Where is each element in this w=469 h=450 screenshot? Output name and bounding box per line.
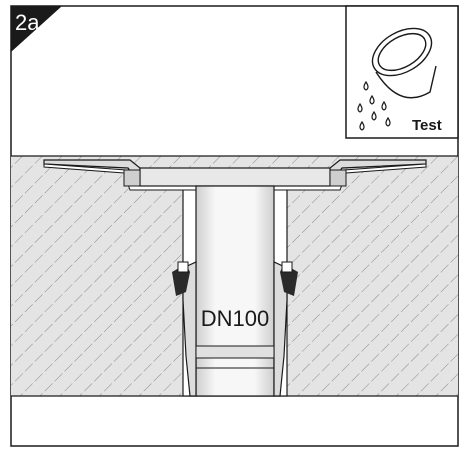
- seal-clip-left: [177, 261, 189, 273]
- test-label: Test: [412, 117, 442, 134]
- step-label: 2a: [15, 10, 40, 35]
- pipe-size-label: DN100: [201, 306, 269, 331]
- test-inset-box: [345, 5, 459, 139]
- step-corner-tab: [11, 6, 62, 52]
- flange-clamp-right: [329, 169, 347, 187]
- water-drops-icon: [357, 80, 391, 131]
- pipe-socket-left: [182, 261, 197, 397]
- lower-pipe-band: [195, 345, 275, 359]
- flange-clamp-left: [123, 169, 141, 187]
- drain-body-ring: [139, 167, 331, 187]
- inner-pipe: [195, 185, 275, 397]
- seal-clip-right: [281, 261, 293, 273]
- pouring-bucket-icon: [371, 27, 437, 99]
- pipe-socket-right: [273, 261, 288, 397]
